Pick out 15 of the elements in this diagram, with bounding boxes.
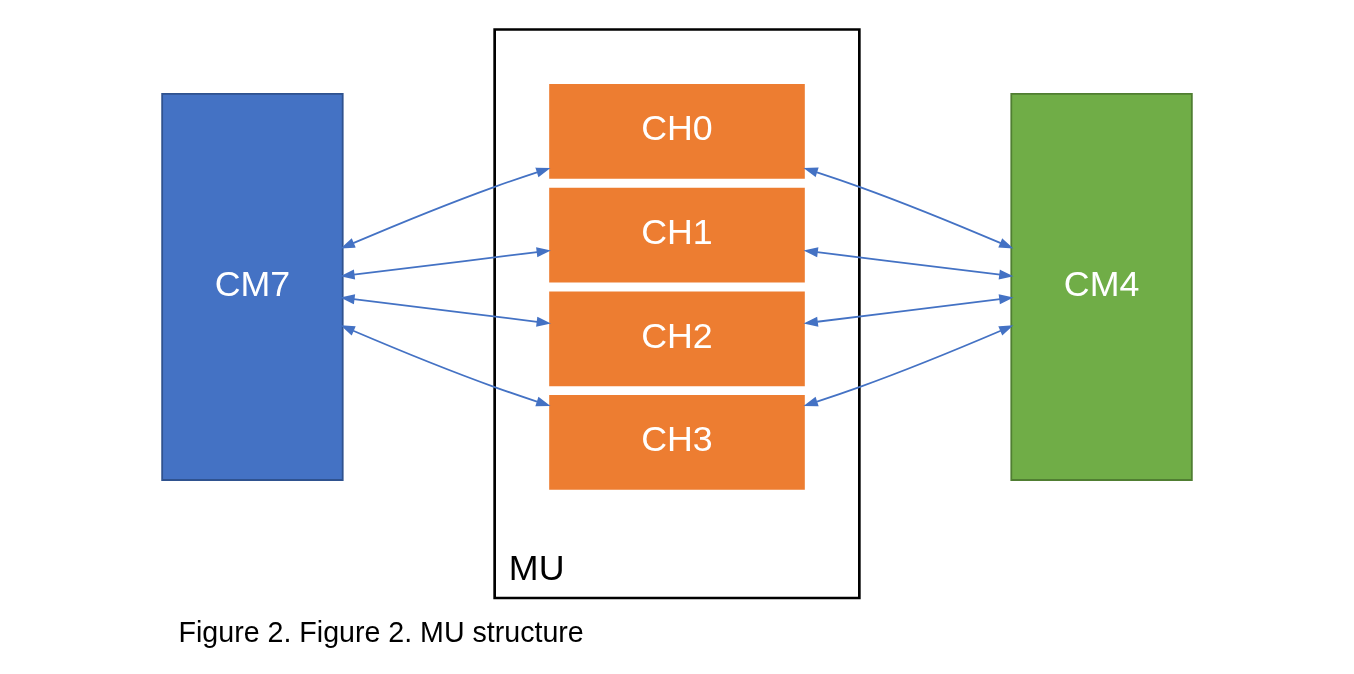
caption: Figure 2. Figure 2. MU structure xyxy=(178,616,584,649)
arrow xyxy=(803,167,1014,249)
node-box: CH1 xyxy=(547,185,807,285)
node-box: CM7 xyxy=(161,93,344,481)
arrow xyxy=(340,294,551,327)
arrow xyxy=(803,294,1014,327)
node-box: CH2 xyxy=(547,289,807,388)
arrow xyxy=(803,247,1014,280)
arrow xyxy=(803,325,1014,407)
arrow xyxy=(340,247,551,280)
arrow xyxy=(340,167,551,249)
node-box: CH3 xyxy=(547,393,807,492)
arrow xyxy=(340,325,551,407)
node-box: CH0 xyxy=(547,82,807,181)
node-box: CM4 xyxy=(1010,93,1193,481)
